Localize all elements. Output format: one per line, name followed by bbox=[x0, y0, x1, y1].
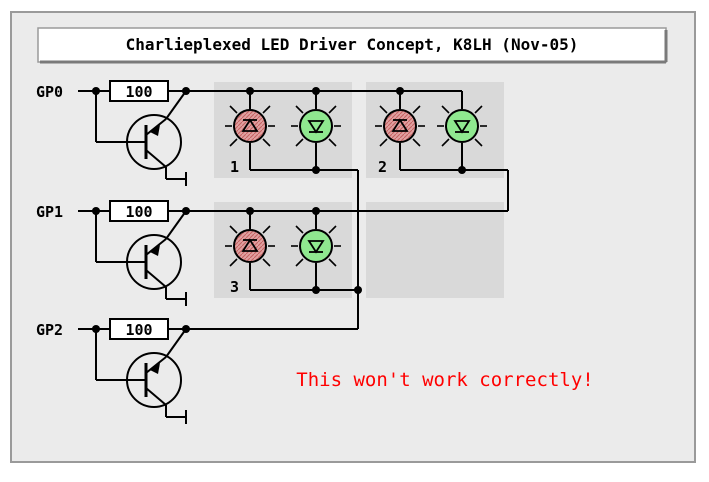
gp1-label: GP1 bbox=[36, 203, 63, 221]
led-group-2-number: 2 bbox=[378, 158, 387, 176]
led-group-1-number: 1 bbox=[230, 158, 239, 176]
bus-wiring bbox=[186, 87, 509, 330]
title-box bbox=[37, 27, 667, 63]
led-group-3-number: 3 bbox=[230, 278, 239, 296]
gp0-driver: GP0 100 bbox=[36, 80, 190, 186]
warning-text: This won't work correctly! bbox=[296, 369, 593, 391]
gp2-driver: GP2 100 bbox=[36, 318, 190, 424]
gp0-label: GP0 bbox=[36, 83, 63, 101]
diagram-frame bbox=[10, 11, 696, 463]
gp2-label: GP2 bbox=[36, 321, 63, 339]
diagram-title: Charlieplexed LED Driver Concept, K8LH (… bbox=[126, 35, 579, 54]
gp1-resistor-value: 100 bbox=[125, 203, 152, 221]
gp0-resistor-value: 100 bbox=[125, 83, 152, 101]
gp2-resistor-value: 100 bbox=[125, 321, 152, 339]
led-group-empty-area bbox=[366, 202, 504, 298]
gp1-driver: GP1 100 bbox=[36, 200, 190, 306]
